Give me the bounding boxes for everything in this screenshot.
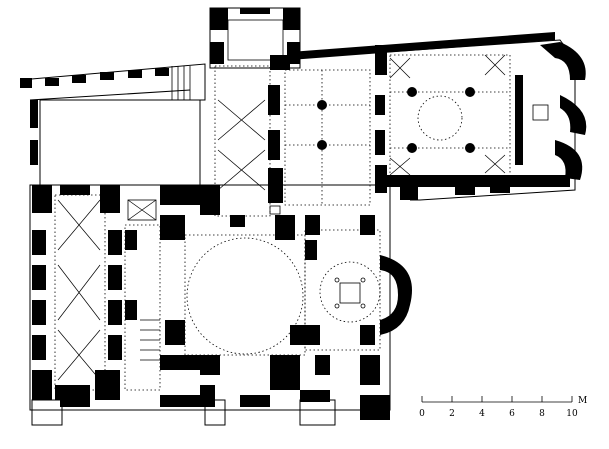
- scale-tick-label: 8: [539, 409, 545, 419]
- vault-projections: [54, 54, 511, 391]
- scale-tick-label: 10: [566, 409, 578, 419]
- interior-lines: [57, 19, 549, 381]
- scale-bar: 0 2 4 6 8 10 M: [419, 396, 587, 419]
- scale-tick-label: 0: [419, 409, 425, 419]
- stairs: [140, 66, 191, 361]
- scale-tick-label: 4: [479, 409, 485, 419]
- scale-tick-label: 6: [509, 409, 515, 419]
- scale-unit-label: M: [578, 396, 587, 406]
- walls: [20, 8, 587, 420]
- scale-tick-label: 2: [449, 409, 455, 419]
